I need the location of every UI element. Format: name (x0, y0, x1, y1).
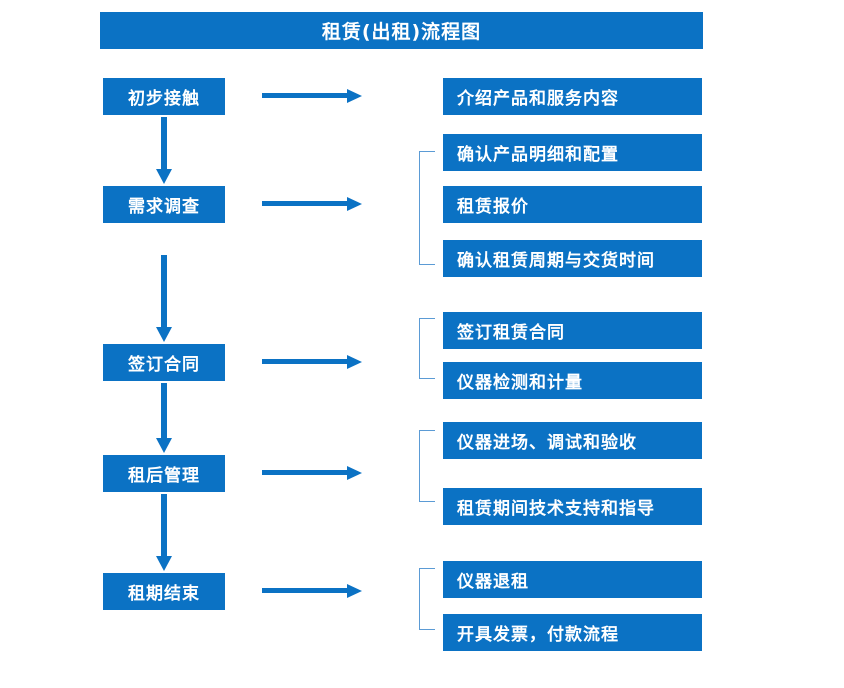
arrow-down-icon-1 (156, 117, 172, 185)
arrow-right-icon-1 (262, 89, 362, 103)
stage-box-3[interactable]: 签订合同 (103, 344, 225, 381)
arrow-down-icon-4 (156, 494, 172, 572)
detail-box-4-2[interactable]: 租赁期间技术支持和指导 (443, 488, 702, 525)
detail-box-1-1[interactable]: 介绍产品和服务内容 (443, 78, 702, 115)
group-bracket-icon-3 (419, 318, 435, 379)
stage-box-5[interactable]: 租期结束 (103, 573, 225, 610)
detail-box-2-2[interactable]: 租赁报价 (443, 186, 702, 223)
detail-box-3-1[interactable]: 签订租赁合同 (443, 312, 702, 349)
arrow-down-icon-2 (156, 255, 172, 343)
group-bracket-icon-5 (419, 568, 435, 630)
detail-box-2-1[interactable]: 确认产品明细和配置 (443, 134, 702, 171)
arrow-right-icon-3 (262, 355, 362, 369)
detail-box-2-3[interactable]: 确认租赁周期与交货时间 (443, 240, 702, 277)
group-bracket-icon-4 (419, 430, 435, 502)
stage-box-2[interactable]: 需求调查 (103, 186, 225, 223)
arrow-right-icon-4 (262, 466, 362, 480)
group-bracket-icon-2 (419, 151, 435, 265)
detail-box-4-1[interactable]: 仪器进场、调试和验收 (443, 422, 702, 459)
arrow-down-icon-3 (156, 383, 172, 454)
stage-box-4[interactable]: 租后管理 (103, 455, 225, 492)
stage-box-1[interactable]: 初步接触 (103, 78, 225, 115)
arrow-right-icon-5 (262, 584, 362, 598)
detail-box-3-2[interactable]: 仪器检测和计量 (443, 362, 702, 399)
arrow-right-icon-2 (262, 197, 362, 211)
detail-box-5-1[interactable]: 仪器退租 (443, 561, 702, 598)
page-title: 租赁(出租)流程图 (100, 12, 703, 49)
detail-box-5-2[interactable]: 开具发票，付款流程 (443, 614, 702, 651)
